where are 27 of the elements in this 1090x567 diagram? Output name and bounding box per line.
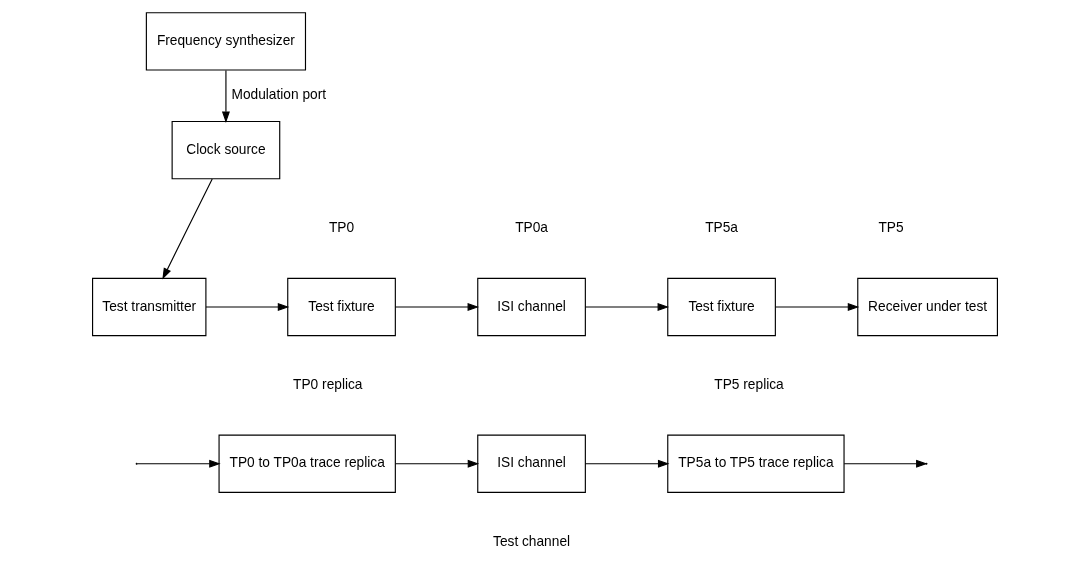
label: TP0 replica [293, 376, 363, 392]
arrow [584, 302, 669, 311]
arrow [395, 459, 480, 468]
label: TP5a [705, 220, 738, 236]
node-box: Test fixture [287, 277, 396, 337]
label: TP0a [515, 220, 548, 236]
arrow [162, 178, 213, 280]
label: Test channel [493, 533, 571, 549]
arrow [774, 302, 860, 311]
arrow [205, 302, 290, 311]
node-box: Test fixture [667, 277, 776, 337]
node-box: TP0 to TP0a trace replica [218, 434, 396, 493]
node-box: TP5a to TP5 trace replica [667, 434, 845, 493]
node-box: ISI channel [477, 277, 586, 337]
arrow [394, 302, 479, 311]
arrow [584, 459, 670, 468]
label: TP5 replica [714, 376, 784, 392]
arrow [221, 69, 230, 123]
node-box: Clock source [171, 120, 281, 180]
node-box: ISI channel [477, 434, 586, 493]
node-box: Test transmitter [92, 277, 207, 337]
node-box: Frequency synthesizer [145, 12, 307, 71]
node-box: Receiver under test [857, 277, 998, 337]
label: TP5 [878, 220, 904, 236]
label: TP0 [328, 220, 355, 236]
arrow [136, 459, 221, 468]
edge-label: Modulation port [231, 87, 327, 103]
